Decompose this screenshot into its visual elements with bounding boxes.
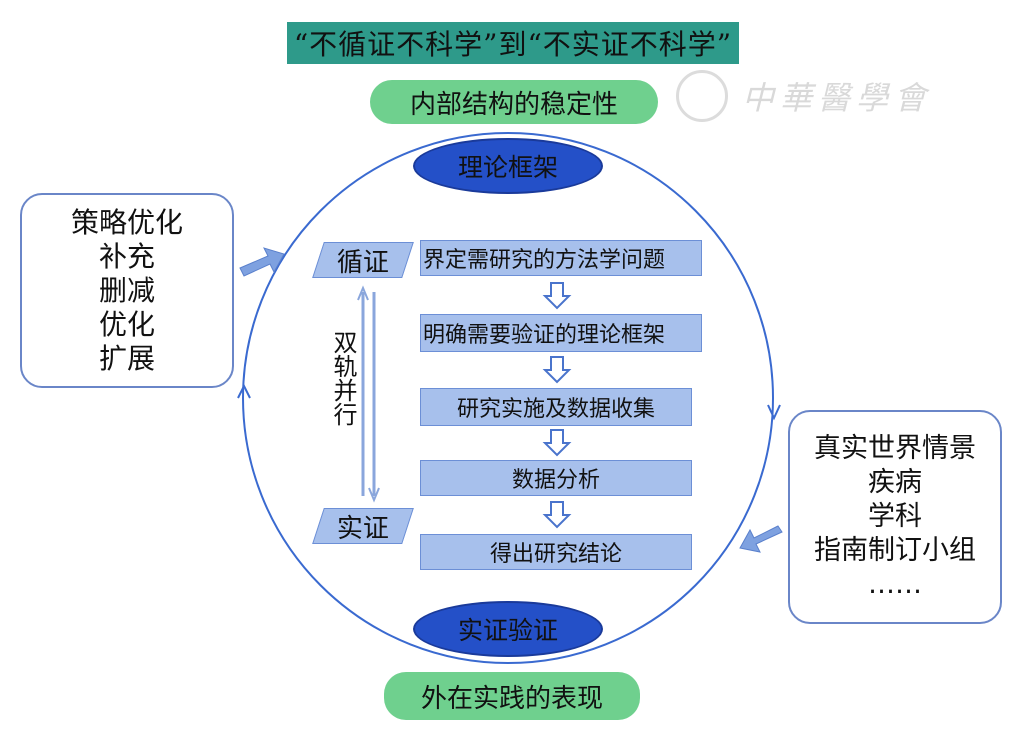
step-box-2: 明确需要验证的理论框架	[420, 314, 702, 352]
step-box-5: 得出研究结论	[420, 534, 692, 570]
right-box-item: ……	[868, 569, 922, 600]
left-box: 策略优化 补充 删减 优化 扩展	[20, 193, 234, 388]
top-node: 理论框架	[413, 138, 603, 194]
right-box-item: 学科	[868, 501, 922, 532]
left-block-arrow	[239, 247, 285, 277]
right-block-arrow	[739, 525, 783, 553]
tag-empirical-text: 实证	[336, 513, 389, 544]
bottom-node: 实证验证	[413, 601, 603, 657]
bottom-node-text: 实证验证	[457, 616, 558, 645]
left-box-item: 扩展	[98, 341, 155, 375]
step-box-4: 数据分析	[420, 460, 692, 496]
bottom-label-pill: 外在实践的表现	[384, 672, 640, 720]
top-label-text: 内部结构的稳定性	[409, 89, 618, 120]
top-node-text: 理论框架	[457, 153, 558, 182]
right-box-item: 指南制订小组	[814, 535, 976, 566]
left-box-item: 补充	[98, 239, 155, 273]
title-text: “不循证不科学”到“不实证不科学”	[293, 28, 733, 61]
left-box-item: 优化	[98, 307, 155, 341]
seal-icon	[676, 70, 728, 122]
step-box-3: 研究实施及数据收集	[420, 388, 692, 426]
watermark-text: 中華醫學會	[742, 79, 933, 117]
tag-evidence: 循证	[312, 242, 414, 278]
right-box-item: 真实世界情景	[814, 433, 976, 464]
right-box-item: 疾病	[868, 467, 922, 498]
tag-evidence-text: 循证	[336, 247, 389, 278]
left-box-item: 策略优化	[70, 205, 183, 239]
down-arrow-4	[542, 501, 572, 529]
down-arrow-2	[542, 356, 572, 384]
down-arrow-1	[542, 282, 572, 310]
top-label-pill: 内部结构的稳定性	[370, 80, 658, 124]
step-box-1: 界定需研究的方法学问题	[420, 240, 702, 276]
step-text: 得出研究结论	[489, 542, 622, 567]
step-text: 明确需要验证的理论框架	[423, 323, 666, 348]
step-text: 数据分析	[511, 468, 600, 493]
watermark: 中華醫學會	[676, 66, 966, 126]
left-box-item: 删减	[98, 273, 155, 307]
right-box: 真实世界情景 疾病 学科 指南制订小组 ……	[788, 410, 1002, 624]
bottom-label-text: 外在实践的表现	[420, 683, 603, 714]
dual-track-label: 双轨并行	[329, 330, 357, 426]
step-text: 研究实施及数据收集	[456, 397, 655, 422]
cycle-arrow-right	[767, 404, 781, 421]
tag-empirical: 实证	[312, 508, 414, 544]
cycle-circle	[242, 132, 774, 664]
down-arrow-3	[542, 429, 572, 457]
title-bar: “不循证不科学”到“不实证不科学”	[287, 22, 739, 64]
step-text: 界定需研究的方法学问题	[423, 248, 666, 273]
cycle-arrow-left	[237, 383, 251, 399]
